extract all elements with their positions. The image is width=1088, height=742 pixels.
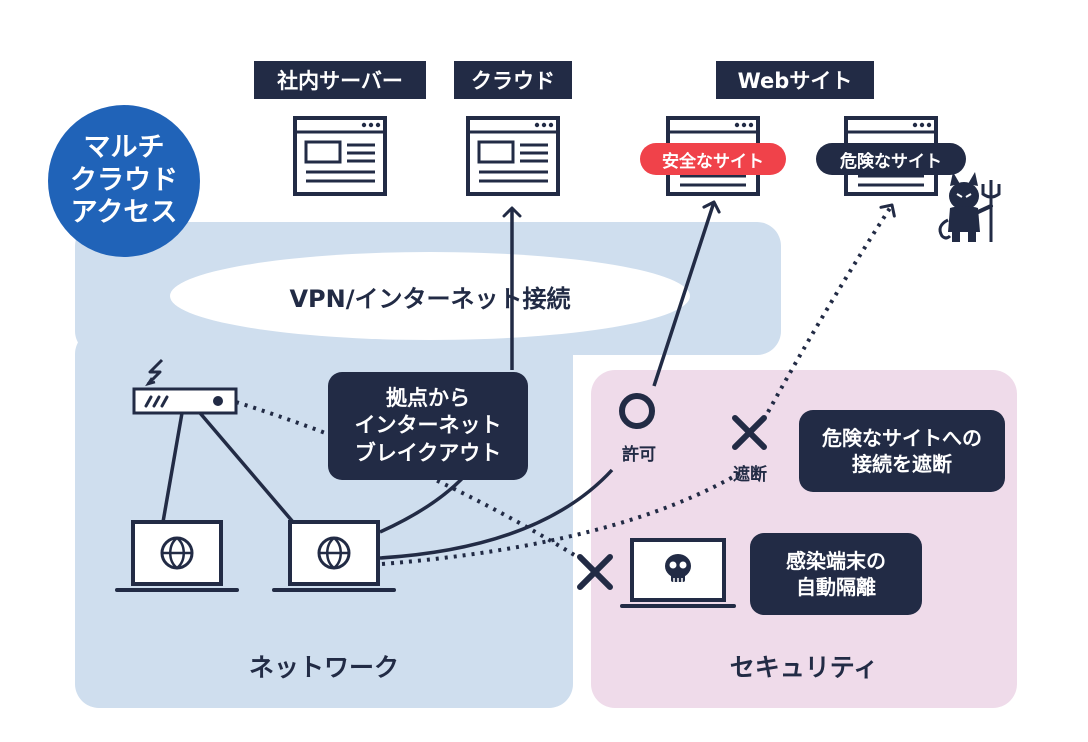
multi-cloud-access-badge: マルチ クラウド アクセス xyxy=(48,105,200,257)
router-laptop2-line xyxy=(198,411,295,524)
allow-label: 許可 xyxy=(622,445,656,465)
block-box-text: 危険なサイトへの 接続を遮断 xyxy=(822,426,982,476)
internal-server-window-icon xyxy=(293,116,387,196)
devil-icon xyxy=(938,172,1001,242)
cloud-label: クラウド xyxy=(454,61,572,99)
website-label: Webサイト xyxy=(716,61,874,99)
laptop-icon xyxy=(115,520,239,592)
breakout-box-text: 拠点から インターネット ブレイクアウト xyxy=(354,386,502,465)
badge-text: マルチ クラウド アクセス xyxy=(70,131,178,229)
network-label: ネットワーク xyxy=(248,653,399,682)
block-label: 遮断 xyxy=(733,465,767,485)
vpn-internet-label: VPN/インターネット接続 xyxy=(289,284,571,313)
vpn-ellipse xyxy=(170,252,690,340)
infected-laptop-icon xyxy=(620,538,736,608)
dangerous-site-dotted-arrow xyxy=(766,203,896,413)
router-laptop1-line xyxy=(161,412,184,523)
isolate-box-text: 感染端末の 自動隔離 xyxy=(786,549,886,599)
skull-icon xyxy=(665,554,691,582)
security-label: セキュリティ xyxy=(729,653,879,682)
cloud-window-icon xyxy=(466,116,560,196)
safe-site-pill: 安全なサイト xyxy=(640,143,786,175)
dangerous-site-pill: 危険なサイト xyxy=(816,143,966,175)
isolation-x-icon xyxy=(577,554,613,590)
laptop-allow-line xyxy=(379,468,614,560)
isolate-box: 感染端末の 自動隔離 xyxy=(750,533,922,615)
block-x-icon xyxy=(732,415,767,450)
laptop-icon xyxy=(272,520,396,592)
router-icon xyxy=(132,358,238,415)
breakout-box: 拠点から インターネット ブレイクアウト xyxy=(328,372,528,480)
block-dangerous-box: 危険なサイトへの 接続を遮断 xyxy=(799,410,1005,492)
safe-site-arrow xyxy=(652,200,721,387)
internal-server-label: 社内サーバー xyxy=(254,61,426,99)
allow-circle-icon xyxy=(619,393,655,429)
